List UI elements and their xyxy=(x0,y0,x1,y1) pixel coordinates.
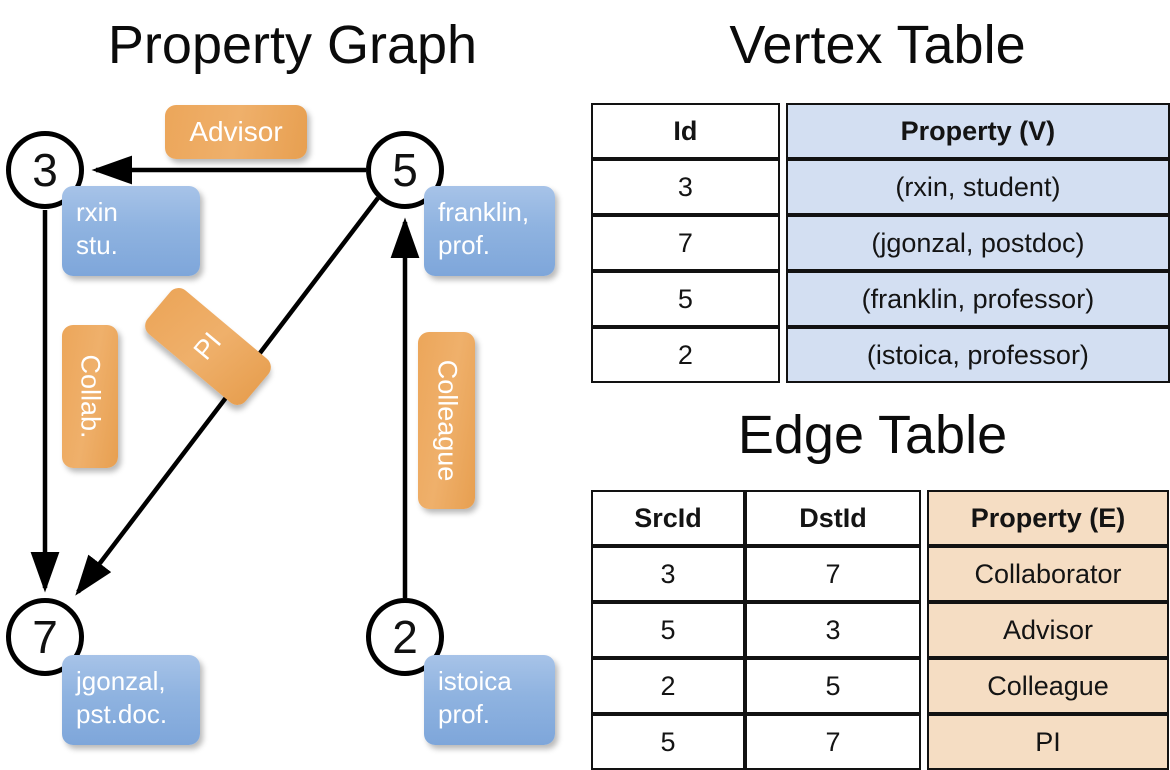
vertex-row-3-property: (istoica, professor) xyxy=(785,327,1170,383)
edge-row-0-property: Collaborator xyxy=(927,546,1169,602)
graph-node-2-label: 2 xyxy=(392,611,418,663)
vertex-row-2-id: 5 xyxy=(591,271,780,327)
edge-row-1-property: Advisor xyxy=(927,602,1169,658)
edge-row-2-src: 2 xyxy=(591,658,745,714)
table-row: 2 5 Colleague xyxy=(591,658,1169,714)
edge-row-1-src: 5 xyxy=(591,602,745,658)
vertex-property-box-7: jgonzal, pst.doc. xyxy=(62,655,200,745)
vertex-property-box-5-line2: prof. xyxy=(438,230,491,261)
edge-table-header-dstid: DstId xyxy=(745,490,921,546)
vertex-row-3-id: 2 xyxy=(591,327,780,383)
vertex-property-box-7-line2: pst.doc. xyxy=(76,699,168,730)
edge-label-pi-text: PI xyxy=(187,326,228,366)
graph-node-2[interactable]: 2 xyxy=(366,598,444,676)
edge-label-advisor: Advisor xyxy=(165,105,307,159)
edge-table-header-row: SrcId DstId Property (E) xyxy=(591,490,1169,546)
vertex-row-1-id: 7 xyxy=(591,215,780,271)
edge-label-advisor-text: Advisor xyxy=(189,116,283,147)
vertex-row-0-property: (rxin, student) xyxy=(785,159,1170,215)
graph-node-5-label: 5 xyxy=(392,144,418,196)
vertex-property-box-3: rxin stu. xyxy=(62,186,200,276)
edge-row-3-src: 5 xyxy=(591,714,745,770)
table-row: 3 (rxin, student) xyxy=(591,159,1170,215)
table-row: 5 3 Advisor xyxy=(591,602,1169,658)
edge-row-2-dst: 5 xyxy=(745,658,921,714)
vertex-table-header-row: Id Property (V) xyxy=(591,103,1170,159)
vertex-table-header-id: Id xyxy=(591,103,780,159)
vertex-property-box-7-line1: jgonzal, xyxy=(76,666,166,696)
table-row: 7 (jgonzal, postdoc) xyxy=(591,215,1170,271)
vertex-row-2-property: (franklin, professor) xyxy=(785,271,1170,327)
vertex-property-box-5-line1: franklin, xyxy=(438,197,530,227)
edge-label-colleague-text: Colleague xyxy=(432,359,462,482)
vertex-property-box-3-line1: rxin xyxy=(76,197,118,227)
vertex-table: Id Property (V) 3 (rxin, student) 7 (jgo… xyxy=(591,103,1170,383)
edge-table-header-property: Property (E) xyxy=(927,490,1169,546)
vertex-property-box-5: franklin, prof. xyxy=(424,186,555,276)
table-row: 5 7 PI xyxy=(591,714,1169,770)
table-row: 2 (istoica, professor) xyxy=(591,327,1170,383)
edge-label-collab-text: Collab. xyxy=(75,354,106,439)
vertex-table-header-property: Property (V) xyxy=(785,103,1170,159)
page-title-property-graph: Property Graph xyxy=(107,15,478,75)
edge-table: SrcId DstId Property (E) 3 7 Collaborato… xyxy=(591,490,1169,770)
edge-row-3-dst: 7 xyxy=(745,714,921,770)
graph-node-7-label: 7 xyxy=(32,611,58,663)
vertex-property-box-2-line2: prof. xyxy=(438,699,491,730)
edge-row-3-property: PI xyxy=(927,714,1169,770)
vertex-row-0-id: 3 xyxy=(591,159,780,215)
edge-row-1-dst: 3 xyxy=(745,602,921,658)
edge-label-collab: Collab. xyxy=(62,325,118,468)
page-title-vertex-table: Vertex Table xyxy=(729,15,1026,75)
edge-row-2-property: Colleague xyxy=(927,658,1169,714)
table-row: 5 (franklin, professor) xyxy=(591,271,1170,327)
vertex-property-box-3-line2: stu. xyxy=(76,230,118,261)
graph-node-5[interactable]: 5 xyxy=(366,131,444,209)
edge-table-header-srcid: SrcId xyxy=(591,490,745,546)
vertex-property-box-2: istoica prof. xyxy=(424,655,555,745)
vertex-row-1-property: (jgonzal, postdoc) xyxy=(785,215,1170,271)
graph-node-3-label: 3 xyxy=(32,144,58,196)
property-graph-panel: Property Graph 3 5 7 2 rxin stu. frankli… xyxy=(0,0,585,760)
edge-row-0-dst: 7 xyxy=(745,546,921,602)
edge-row-0-src: 3 xyxy=(591,546,745,602)
edge-label-colleague: Colleague xyxy=(418,332,475,509)
table-row: 3 7 Collaborator xyxy=(591,546,1169,602)
vertex-property-box-2-line1: istoica xyxy=(438,666,512,696)
page-title-edge-table: Edge Table xyxy=(737,405,1008,465)
